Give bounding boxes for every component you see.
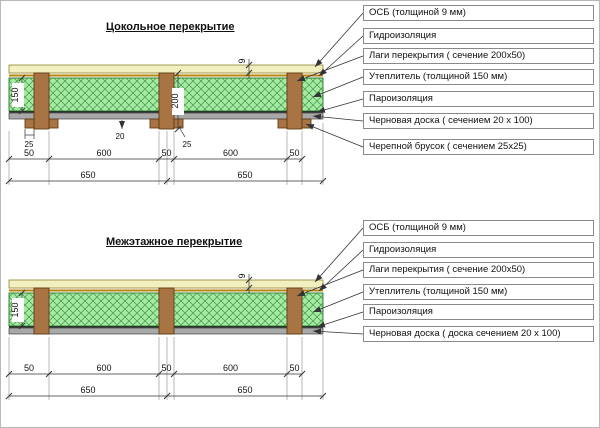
cranial-bar xyxy=(301,118,312,129)
label-vapor-barrier: Пароизоляция xyxy=(363,304,594,320)
dim-spacing: 600 xyxy=(96,363,111,373)
label-waterproofing: Гидроизоляция xyxy=(363,242,594,258)
basement-extension-lines xyxy=(8,123,324,185)
label-cranial-bar: Черепной брусок ( сечением 25х25) xyxy=(363,139,594,155)
dim-bar-left: 25 xyxy=(25,140,34,149)
label-insulation: Утеплитель (толщиной 150 мм) xyxy=(363,69,594,85)
dim-osb-thickness: 9 xyxy=(237,273,247,278)
dim-spacing: 50 xyxy=(289,363,299,373)
label-joists: Лаги перекрытия ( сечение 200х50) xyxy=(363,262,594,278)
joist xyxy=(158,287,175,335)
dim-total: 650 xyxy=(237,385,252,395)
interfloor-dimensions: 50 600 50 600 50 650 650 150 9 xyxy=(5,273,327,400)
joist xyxy=(33,72,50,130)
osb-layer xyxy=(8,279,324,289)
osb-layer xyxy=(8,64,324,74)
dim-spacing: 50 xyxy=(161,148,171,158)
interfloor-extension-lines xyxy=(8,335,324,400)
cranial-bar xyxy=(149,118,160,129)
label-osb: ОСБ (толщиной 9 мм) xyxy=(363,220,594,236)
dim-insulation-height: 150 xyxy=(10,87,20,102)
basement-dimensions: 50 600 50 600 50 650 650 150 200 9 25 xyxy=(5,58,327,185)
joist xyxy=(286,72,303,130)
dim-spacing: 600 xyxy=(223,148,238,158)
dim-joist-height: 200 xyxy=(170,93,180,108)
basement-leader-lines xyxy=(296,12,364,148)
dim-spacing: 600 xyxy=(223,363,238,373)
basement-section-title: Цокольное перекрытие xyxy=(106,21,235,33)
cranial-bar xyxy=(48,118,59,129)
cranial-bar xyxy=(277,118,288,129)
label-joists: Лаги перекрытия ( сечение 200х50) xyxy=(363,48,594,64)
label-rough-board: Черновая доска ( доска сечением 20 х 100… xyxy=(363,326,594,342)
dim-insulation-height: 150 xyxy=(10,302,20,317)
cranial-bar xyxy=(173,118,184,129)
dim-total: 650 xyxy=(237,170,252,180)
dim-spacing: 600 xyxy=(96,148,111,158)
dim-osb-thickness: 9 xyxy=(237,58,247,63)
dim-board-thickness: 20 xyxy=(116,132,125,141)
dim-spacing: 50 xyxy=(24,363,34,373)
basement-section-drawing xyxy=(8,64,324,130)
joist xyxy=(286,287,303,335)
label-rough-board: Черновая доска ( сечением 20 х 100) xyxy=(363,113,594,129)
label-insulation: Утеплитель (толщиной 150 мм) xyxy=(363,284,594,300)
joist xyxy=(33,287,50,335)
dim-spacing: 50 xyxy=(161,363,171,373)
dim-spacing: 50 xyxy=(289,148,299,158)
cranial-bar xyxy=(24,118,35,129)
dim-total: 650 xyxy=(80,170,95,180)
interfloor-leader-lines xyxy=(296,227,364,335)
dim-bar-mid: 25 xyxy=(183,140,192,149)
interfloor-section-drawing xyxy=(8,279,324,335)
label-osb: ОСБ (толщиной 9 мм) xyxy=(363,5,594,21)
label-waterproofing: Гидроизоляция xyxy=(363,28,594,44)
interfloor-section-title: Межэтажное перекрытие xyxy=(106,236,243,248)
dim-spacing: 50 xyxy=(24,148,34,158)
dim-total: 650 xyxy=(80,385,95,395)
label-vapor-barrier: Пароизоляция xyxy=(363,91,594,107)
